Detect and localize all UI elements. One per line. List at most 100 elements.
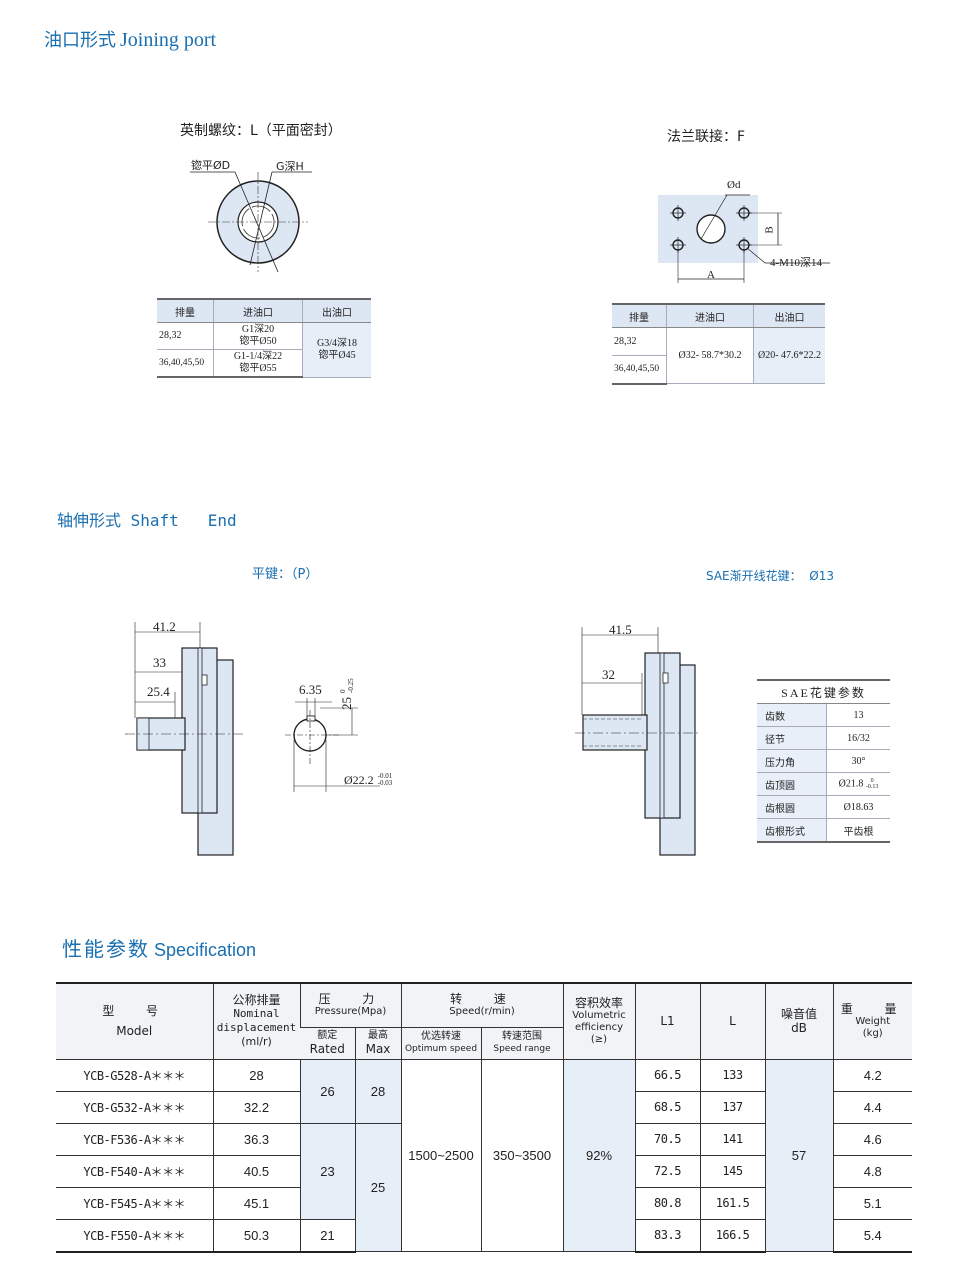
disp-cell: 32.2 (212, 1091, 300, 1124)
sae-value-pitch: 16/32 (826, 726, 890, 750)
flange-outlet: Ø20- 47.6*22.2 (753, 327, 825, 384)
table-row: YCB-G528-A＊＊＊ 28 26 28 1500~2500 350~350… (56, 1059, 912, 1252)
dim-33: 33 (153, 655, 166, 670)
header-speed: 转 速 Speed(r/min) (400, 982, 563, 1028)
dim-25: 25 0 -0.25 (339, 678, 356, 710)
header-l: L (699, 982, 765, 1060)
weight-cell: 4.4 (832, 1091, 912, 1124)
thread-port-drawing (190, 171, 312, 273)
header-efficiency: 容积效率 Volumetric efficiency (≥) (562, 982, 635, 1060)
model-cell: YCB-F545-A＊＊＊ (56, 1187, 213, 1220)
dim-22-2: Ø22.2 -0.01 -0.03 (344, 772, 393, 788)
table-row: YCB-G532-A＊＊＊ 32.2 68.5 137 4.4 (56, 1091, 912, 1124)
disp-cell: 40.5 (212, 1155, 300, 1188)
thread-disp-1: 28,32 (157, 322, 214, 350)
flange-port-table: 排量 进油口 出油口 28,32 Ø32- 58.7*30.2 Ø20- 47.… (612, 303, 825, 385)
sae-value-root-form: 平齿根 (826, 818, 890, 843)
disp-cell: 50.3 (212, 1219, 300, 1253)
l-cell: 141 (699, 1123, 765, 1156)
l1-cell: 68.5 (634, 1091, 700, 1124)
thread-inlet-2: G1-1/4深22 锪平Ø55 (213, 349, 303, 378)
sae-table-title: SAE花键参数 (757, 679, 890, 704)
specification-title-en: Specification (154, 940, 257, 960)
header-speed-range: 转速范围 Speed range (480, 1027, 563, 1060)
opt-speed-cell: 1500~2500 (400, 1059, 481, 1252)
thread-disp-2: 36,40,45,50 (157, 349, 214, 378)
joining-port-title-cn: 油口形式 (44, 30, 116, 51)
model-cell: YCB-F536-A＊＊＊ (56, 1123, 213, 1156)
flat-key-shaft-drawing (125, 622, 245, 856)
sae-label-root-form: 齿根形式 (757, 818, 827, 843)
header-model: 型 号 Model (56, 982, 213, 1060)
header-pressure: 压 力 Pressure(Mpa) (299, 982, 401, 1028)
weight-cell: 4.8 (832, 1155, 912, 1188)
flange-header-outlet: 出油口 (753, 303, 825, 328)
header-max: 最高 Max (354, 1027, 401, 1060)
thread-label-g: G深H (276, 160, 304, 173)
dim-41-5: 41.5 (609, 622, 632, 637)
thread-header-inlet: 进油口 (213, 298, 303, 323)
disp-cell: 36.3 (212, 1123, 300, 1156)
weight-cell: 5.4 (832, 1219, 912, 1253)
noise-cell: 57 (764, 1059, 833, 1252)
shaft-end-title: 轴伸形式 Shaft End (57, 511, 237, 530)
specification-title: 性能参数 Specification (62, 933, 256, 962)
l1-cell: 83.3 (634, 1219, 700, 1253)
header-noise: 噪音值 dB (764, 982, 833, 1060)
speed-range-cell: 350~3500 (480, 1059, 563, 1252)
thread-outlet: G3/4深18 锪平Ø45 (302, 322, 371, 378)
specification-table: 型 号 Model 公称排量 Nominal displacement (ml/… (56, 982, 912, 1253)
rated-cell: 21 (299, 1219, 355, 1253)
rated-cell: 23 (299, 1123, 355, 1220)
thread-port-table: 排量 进油口 出油口 28,32 G1深20 锪平Ø50 G3/4深18 锪平Ø… (157, 298, 371, 378)
flat-key-title: 平键：（P） (252, 567, 319, 582)
weight-cell: 4.6 (832, 1123, 912, 1156)
flange-disp-2: 36,40,45,50 (612, 355, 667, 385)
disp-cell: 45.1 (212, 1187, 300, 1220)
l-cell: 133 (699, 1059, 765, 1092)
thread-inlet-1: G1深20 锪平Ø50 (213, 322, 303, 350)
l1-cell: 80.8 (634, 1187, 700, 1220)
sae-value-tip-circle: Ø21.8 0 -0.13 (826, 772, 890, 796)
flange-label-d: Ød (727, 179, 741, 191)
l-cell: 166.5 (699, 1219, 765, 1253)
flange-port-drawing (658, 194, 830, 283)
flange-label-a: A (707, 269, 715, 281)
joining-port-title-en: Joining port (120, 29, 217, 51)
l-cell: 161.5 (699, 1187, 765, 1220)
sae-value-pressure-angle: 30° (826, 749, 890, 773)
disp-cell: 28 (212, 1059, 300, 1092)
l1-cell: 66.5 (634, 1059, 700, 1092)
table-row: YCB-F536-A＊＊＊ 36.3 23 25 70.5 141 4.6 (56, 1123, 912, 1252)
thread-port-title: 英制螺纹：L（平面密封） (180, 123, 342, 139)
max-cell: 28 (354, 1059, 401, 1124)
dim-41-2: 41.2 (153, 619, 176, 634)
efficiency-cell: 92% (562, 1059, 635, 1252)
thread-label-d: 锪平ØD (191, 159, 231, 172)
header-optimum-speed: 优选转速 Optimum speed (400, 1027, 481, 1060)
thread-header-outlet: 出油口 (302, 298, 371, 323)
thread-header-disp: 排量 (157, 298, 214, 323)
dim-6-35: 6.35 (299, 682, 322, 697)
flange-port-title: 法兰联接：F (667, 129, 746, 145)
sae-label-teeth: 齿数 (757, 703, 827, 727)
flange-header-inlet: 进油口 (666, 303, 754, 328)
max-cell: 25 (354, 1123, 401, 1252)
sae-label-pressure-angle: 压力角 (757, 749, 827, 773)
l-cell: 145 (699, 1155, 765, 1188)
model-cell: YCB-F540-A＊＊＊ (56, 1155, 213, 1188)
l-cell: 137 (699, 1091, 765, 1124)
flat-key-section-drawing (285, 698, 380, 792)
dim-25-4: 25.4 (147, 684, 170, 699)
flange-header-disp: 排量 (612, 303, 667, 328)
spline-title: SAE渐开线花键： Ø13 (706, 569, 834, 583)
table-row: YCB-F545-A＊＊＊ 45.1 80.8 161.5 5.1 (56, 1187, 912, 1220)
flange-label-b: B (763, 226, 776, 234)
header-weight: 重 量 Weight (kg) (832, 982, 912, 1060)
sae-label-root-circle: 齿根圆 (757, 795, 827, 819)
spline-shaft-drawing (575, 627, 700, 856)
dim-32: 32 (602, 667, 615, 682)
weight-cell: 5.1 (832, 1187, 912, 1220)
table-row: YCB-F550-A＊＊＊ 50.3 21 83.3 166.5 5.4 (56, 1219, 912, 1253)
